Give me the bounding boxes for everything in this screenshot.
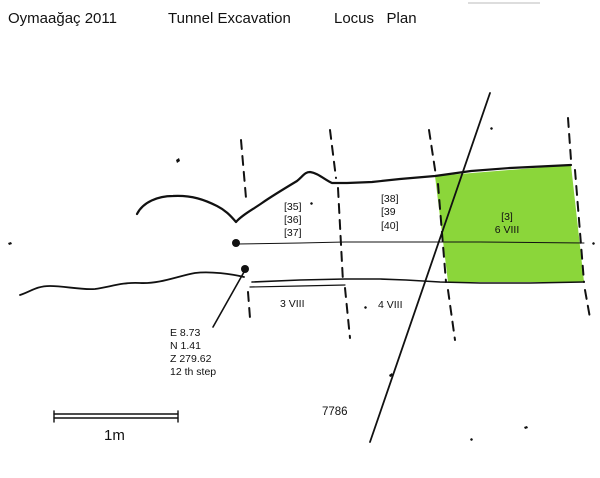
lower-tunnel-wall (251, 278, 585, 284)
step-divider-4-lower (584, 289, 591, 319)
step-divider-4-upper (567, 117, 572, 161)
coord-step: 12 th step (170, 366, 216, 378)
speck-9 (490, 127, 493, 130)
lower-wall-inner (249, 284, 346, 288)
step-label-left: 3 VIII (280, 298, 305, 310)
survey-point-upper (232, 239, 240, 247)
step-divider-2-mid (337, 187, 344, 283)
coord-z: Z 279.62 (170, 353, 212, 365)
locus-a-label-1: [35] (284, 201, 302, 213)
speck-3 (310, 202, 313, 205)
speck-7 (524, 426, 528, 429)
title-plan: Locus Plan (334, 10, 417, 27)
survey-point-leader (212, 271, 245, 328)
step-divider-3-upper (428, 129, 437, 177)
locus-highlight-area (435, 165, 584, 282)
locus-b-label-1: [38] (381, 193, 399, 205)
locus-b-label-2: [39 (381, 206, 396, 218)
speck-8 (592, 242, 595, 245)
coord-n: N 1.41 (170, 340, 201, 352)
diagonal-section-line (369, 92, 491, 443)
title-section: Tunnel Excavation (168, 10, 291, 27)
step-divider-4-mid (574, 169, 585, 283)
step-label-right: 4 VIII (378, 299, 403, 311)
step-divider-2-upper (329, 129, 337, 179)
speck-6 (470, 438, 473, 441)
scale-bar (53, 410, 179, 423)
step-divider-1-upper (240, 139, 247, 199)
coord-e: E 8.73 (170, 327, 201, 339)
upper-tunnel-wall (135, 163, 573, 224)
survey-point-lower (241, 265, 249, 273)
step-divider-2-lower (344, 287, 351, 339)
scan-specks (8, 127, 595, 441)
sheet-number: 7786 (322, 406, 348, 418)
locus-a-label-3: [37] (284, 227, 302, 239)
locus-b-label-3: [40] (381, 220, 399, 232)
left-cave-edge (19, 271, 245, 296)
locus-a-label-2: [36] (284, 214, 302, 226)
step-divider-3-lower (447, 289, 456, 341)
speck-4 (364, 306, 367, 309)
axis-line (236, 241, 585, 245)
scale-label: 1m (104, 427, 125, 444)
step-divider-1-lower (247, 291, 251, 319)
speck-5 (389, 373, 393, 377)
title-site: Oymaağaç 2011 (8, 10, 117, 27)
speck-2 (8, 242, 12, 245)
locus-c-label-2: 6 VIII (495, 224, 520, 236)
locus-c-label-1: [3] (501, 211, 513, 223)
speck-1 (176, 158, 180, 163)
